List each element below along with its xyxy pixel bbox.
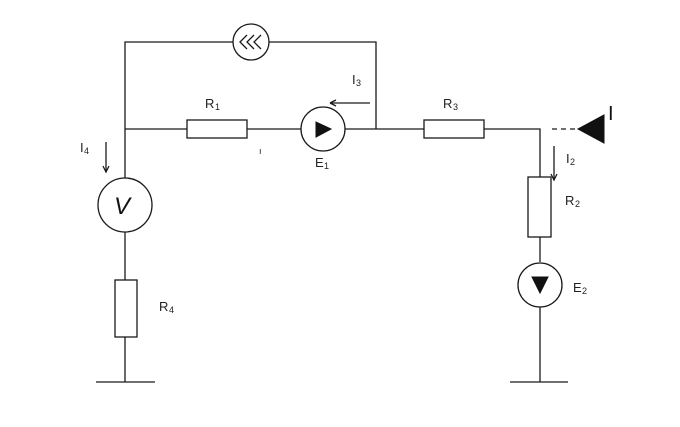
label-e2-sub: 2 bbox=[582, 286, 587, 296]
label-i2: I 2 bbox=[566, 151, 575, 167]
label-i3-sub: 3 bbox=[356, 78, 361, 88]
arrow-i4 bbox=[102, 142, 110, 174]
voltmeter-label: V bbox=[114, 193, 132, 220]
wire-r3-right bbox=[484, 128, 541, 177]
double-chevron-left-icon bbox=[232, 23, 270, 61]
source-current-label: I bbox=[608, 103, 614, 125]
circle-v-icon: V bbox=[97, 177, 153, 233]
label-i3: I 3 bbox=[352, 72, 361, 88]
label-r4: R 4 bbox=[159, 299, 174, 315]
label-r2-main: R bbox=[565, 193, 574, 208]
resistor-r4 bbox=[114, 279, 138, 338]
label-e1: E 1 bbox=[315, 155, 329, 171]
wire-top-left bbox=[124, 41, 233, 129]
label-e1-sub: 1 bbox=[324, 161, 329, 171]
label-e2-main: E bbox=[573, 280, 582, 295]
resistor-r1 bbox=[186, 119, 248, 139]
label-r1-sub: 1 bbox=[215, 102, 220, 112]
tick-mark: ı bbox=[259, 146, 262, 156]
label-r3-main: R bbox=[443, 96, 452, 111]
label-i2-main: I bbox=[566, 151, 570, 166]
arrow-i2 bbox=[550, 146, 558, 182]
label-i4: I 4 bbox=[80, 140, 89, 156]
emf-triangle-right-icon bbox=[300, 106, 346, 152]
emf-triangle-down-icon bbox=[517, 262, 563, 308]
label-e1-main: E bbox=[315, 155, 324, 170]
label-r2-sub: 2 bbox=[575, 199, 580, 209]
label-r1: R 1 bbox=[205, 96, 220, 112]
resistor-r2 bbox=[527, 176, 552, 238]
arrow-i3 bbox=[329, 99, 370, 107]
label-r4-sub: 4 bbox=[169, 305, 174, 315]
wire-top-right bbox=[268, 41, 377, 129]
triangle-left-icon bbox=[576, 114, 605, 144]
label-i2-sub: 2 bbox=[570, 157, 575, 167]
label-i3-main: I bbox=[352, 72, 356, 87]
label-r3: R 3 bbox=[443, 96, 458, 112]
label-r2: R 2 bbox=[565, 193, 580, 209]
label-r4-main: R bbox=[159, 299, 168, 314]
label-r1-main: R bbox=[205, 96, 214, 111]
wires bbox=[96, 41, 578, 383]
resistor-r3 bbox=[423, 119, 485, 139]
label-r3-sub: 3 bbox=[453, 102, 458, 112]
label-i4-main: I bbox=[80, 140, 84, 155]
label-i4-sub: 4 bbox=[84, 146, 89, 156]
label-e2: E 2 bbox=[573, 280, 587, 296]
